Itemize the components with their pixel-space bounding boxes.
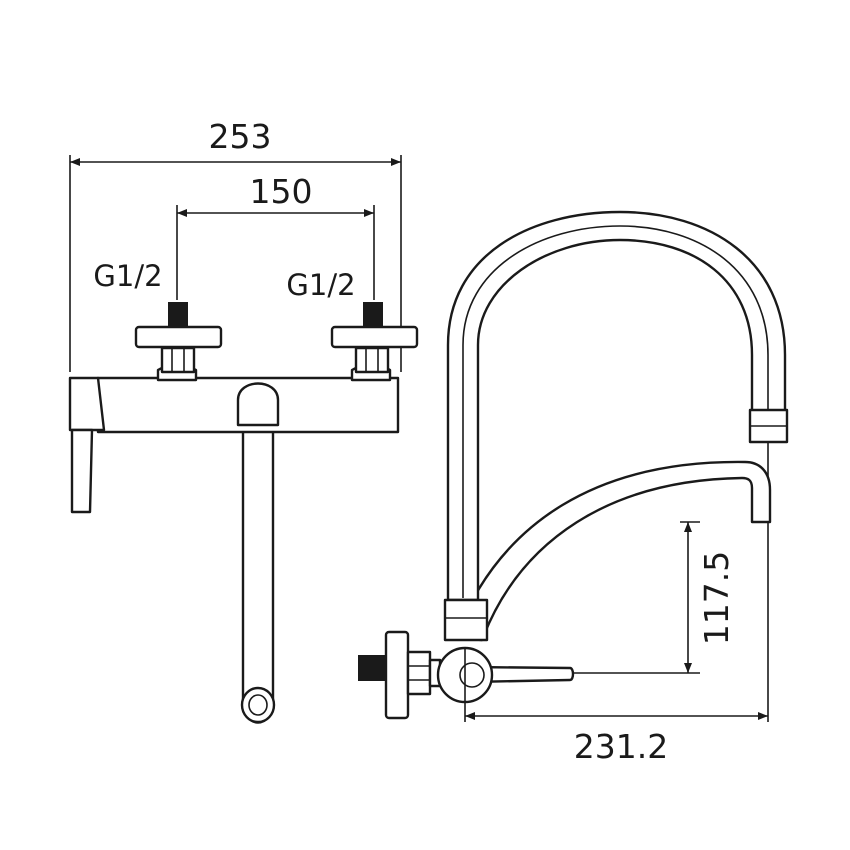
side-wall-flange (384, 630, 410, 720)
dimension-overall-width: 253 (209, 117, 272, 156)
right-connector-nut (354, 346, 390, 374)
label-right-inlet: G1/2 (286, 268, 355, 302)
front-spout-collar (236, 382, 280, 427)
side-handle-lever (468, 665, 575, 684)
dimension-spout-reach: 231.2 (574, 727, 668, 766)
side-base-collar (443, 598, 489, 642)
left-thread (168, 302, 188, 328)
front-spout (241, 383, 275, 724)
front-spout-tip (240, 686, 276, 724)
side-thread (358, 655, 386, 681)
side-view: 117.5 231.2 (358, 210, 789, 766)
left-connector-nut (160, 346, 196, 374)
side-cartridge-inner (459, 662, 485, 688)
right-thread (363, 302, 383, 328)
front-spout-tip-inner (248, 694, 268, 716)
side-gooseneck-centerline (462, 225, 769, 598)
front-handle-lever (70, 428, 94, 514)
right-flange (330, 325, 419, 349)
front-handle-cap (68, 376, 106, 432)
front-view: 253 150 G1/2 G1/2 (68, 117, 419, 724)
dimension-spout-height: 117.5 (697, 551, 736, 645)
side-nut (406, 650, 432, 696)
label-left-inlet: G1/2 (93, 259, 162, 293)
side-gooseneck (446, 210, 787, 602)
left-flange (134, 325, 223, 349)
dimension-inlet-spacing: 150 (250, 172, 313, 211)
